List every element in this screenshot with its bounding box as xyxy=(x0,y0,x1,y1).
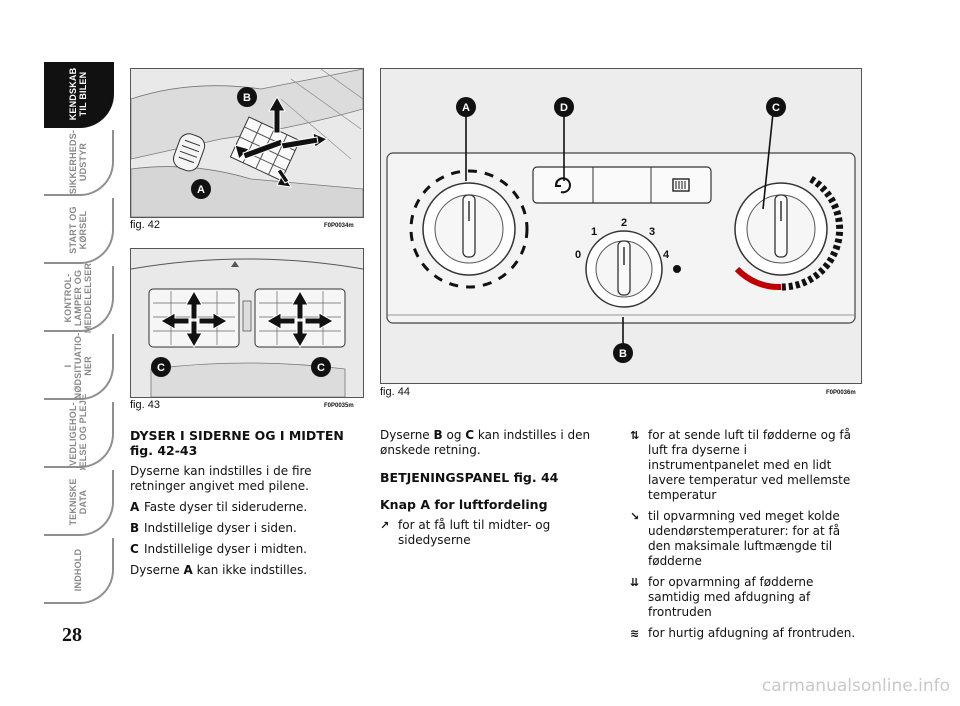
callout-c-right xyxy=(311,357,331,377)
tab-nodsituationer[interactable]: I NØDSITUATIO- NER xyxy=(44,333,114,400)
fan-speed-4: 4 xyxy=(663,249,670,261)
fig44-caption: fig. 44 xyxy=(380,386,410,398)
callout-a-label: A xyxy=(462,102,470,114)
callout-c-right-label: C xyxy=(317,362,325,374)
tab-vedligeholdelse[interactable]: VEDLIGEHOL- DELSE OG PLEJE xyxy=(44,394,114,474)
callout-b-label: B xyxy=(243,92,251,104)
callout-a xyxy=(191,179,211,199)
section-heading-panel: BETJENINGSPANEL fig. 44 xyxy=(380,470,559,485)
fig43-caption: fig. 43 xyxy=(130,399,160,411)
vents-intro: Dyserne kan indstilles i de fire retning… xyxy=(130,464,312,493)
fan-speed-0: 0 xyxy=(575,249,581,261)
bc-intro: Dyserne B og C kan indstilles i den ønsk… xyxy=(380,428,591,457)
callout-c-left xyxy=(151,357,171,377)
watermark: carmanualsonline.info xyxy=(761,676,950,696)
fan-speed-1: 1 xyxy=(591,226,597,238)
vent-face-feet-icon: ⇅ xyxy=(630,429,640,442)
fig44-code: F0P0036m xyxy=(826,390,856,396)
vent-face-icon: ↗ xyxy=(380,519,390,532)
callout-d-label: D xyxy=(560,102,568,114)
callout-c-left-label: C xyxy=(157,362,165,374)
list-item: ≋for hurtig afdugning af frontruden. xyxy=(630,626,856,640)
fig42-code: F0P0034m xyxy=(324,223,354,229)
tab-tekniske-data[interactable]: TEKNISKE DATA xyxy=(44,470,114,536)
callout-c xyxy=(766,97,786,117)
control-panel-illustration: 0 1 2 3 4 A D C B xyxy=(381,69,861,383)
tab-sikkerhedsudstyr[interactable]: SIKKERHEDS- UDSTYR xyxy=(44,130,114,196)
tab-start-og-korsel[interactable]: START OG KØRSEL xyxy=(44,198,114,264)
vents-closing: Dyserne A kan ikke indstilles. xyxy=(130,563,308,577)
list-item: ⇊for opvarmning af fødderne samtidig med… xyxy=(630,575,814,619)
knob-a-heading: Knap A for luftfordeling xyxy=(380,497,548,512)
center-vent-illustration: C C xyxy=(131,249,363,397)
list-item: ⇅for at sende luft til fødderne og få lu… xyxy=(630,428,851,502)
fan-icon xyxy=(673,265,681,273)
callout-b xyxy=(613,343,633,363)
side-vent-illustration: B A xyxy=(131,69,363,217)
windscreen-defrost-icon: ≋ xyxy=(630,627,640,640)
callout-c-label: C xyxy=(772,102,780,114)
figure-43-center-vents: C C xyxy=(130,248,364,398)
callout-a xyxy=(456,97,476,117)
fan-speed-2: 2 xyxy=(621,217,627,229)
column-2: Dyserne B og C kan indstilles i den ønsk… xyxy=(380,428,612,554)
fan-speed-3: 3 xyxy=(649,226,655,238)
fig43-code: F0P0035m xyxy=(324,403,354,409)
tab-kendskab-til-bilen[interactable]: KENDSKAB TIL BILEN xyxy=(44,62,114,128)
callout-d xyxy=(554,97,574,117)
callout-b-label: B xyxy=(619,348,627,360)
section-heading-vents: DYSER I SIDERNE OG I MIDTEN fig. 42-43 xyxy=(130,428,344,458)
vent-feet-icon: ↘ xyxy=(630,510,640,523)
column-3: ⇅for at sende luft til fødderne og få lu… xyxy=(630,428,862,647)
callout-b xyxy=(237,87,257,107)
callout-a-label: A xyxy=(197,184,205,196)
figure-44-control-panel: 0 1 2 3 4 A D C B xyxy=(380,68,862,384)
tab-indhold[interactable]: INDHOLD xyxy=(44,538,114,604)
tab-kontrollamper[interactable]: KONTROL- LAMPER OG MEDDELELSER xyxy=(44,263,114,333)
list-item: ↗for at få luft til midter- og sidedyser… xyxy=(380,518,551,547)
page-number: 28 xyxy=(62,624,82,646)
figure-42-side-vents: B A xyxy=(130,68,364,218)
column-1: DYSER I SIDERNE OG I MIDTEN fig. 42-43 D… xyxy=(130,428,362,584)
list-item: ↘til opvarmning ved meget kolde udendørs… xyxy=(630,509,841,568)
vent-feet-defrost-icon: ⇊ xyxy=(630,576,640,589)
fig42-caption: fig. 42 xyxy=(130,219,160,231)
